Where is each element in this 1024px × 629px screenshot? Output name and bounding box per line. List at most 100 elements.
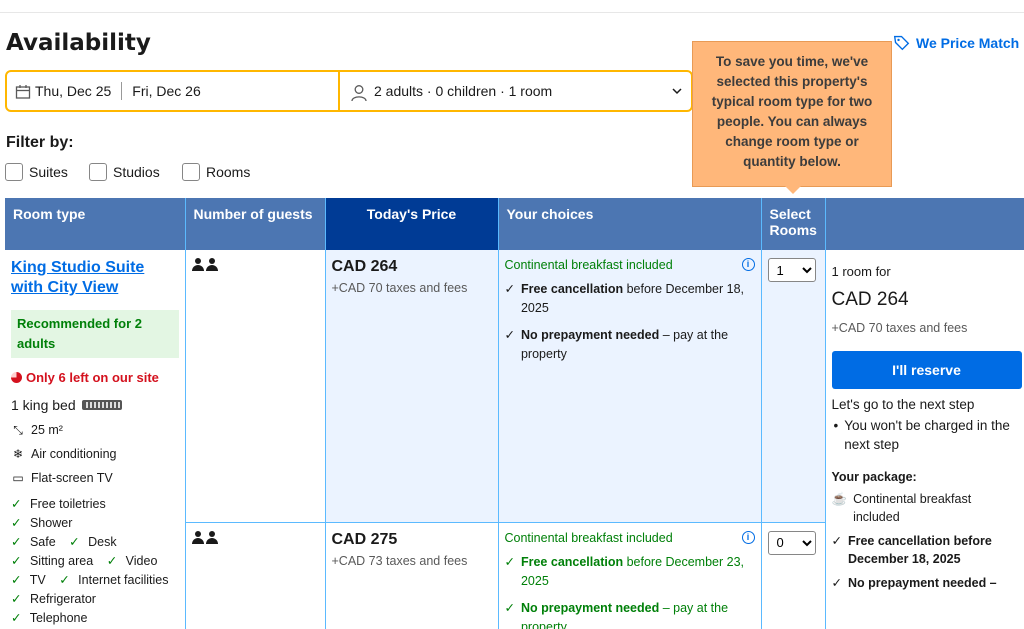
two-guests-icon bbox=[191, 530, 319, 545]
reserve-button[interactable]: I'll reserve bbox=[831, 351, 1022, 389]
choices-cell-1: Continental breakfast included i ✓ Free … bbox=[498, 250, 762, 523]
check-icon: ✓ bbox=[11, 554, 22, 568]
top-divider bbox=[0, 12, 1024, 13]
reserve-total-price: CAD 264 bbox=[831, 289, 909, 310]
reserve-taxes: +CAD 70 taxes and fees bbox=[831, 321, 968, 335]
room-type-cell: King Studio Suite with City View Recomme… bbox=[5, 250, 186, 629]
free-cancellation: ✓ Free cancellation before December 18, … bbox=[505, 280, 755, 318]
filter-studios-label: Studios bbox=[113, 164, 160, 180]
reserve-panel: 1 room for CAD 264 +CAD 70 taxes and fee… bbox=[825, 250, 1024, 629]
header-room-type: Room type bbox=[5, 198, 186, 250]
feature-label: Flat-screen TV bbox=[31, 471, 113, 485]
table-row: CAD 275 +CAD 73 taxes and fees Continent… bbox=[5, 522, 1024, 629]
package-item-label: Continental breakfast included bbox=[853, 492, 972, 524]
amenity-list: ✓ Free toiletries ✓ Shower ✓ Safe ✓ Desk… bbox=[11, 495, 179, 628]
no-charge-bullet: • You won't be charged in the next step bbox=[832, 416, 1018, 454]
date-picker[interactable]: Thu, Dec 25 Fri, Dec 26 bbox=[7, 72, 340, 110]
header-choices: Your choices bbox=[498, 198, 762, 250]
cancellation-date: before December 23, 2025 bbox=[520, 554, 745, 588]
header-guests: Number of guests bbox=[185, 198, 326, 250]
price-match-link[interactable]: We Price Match bbox=[893, 34, 1019, 51]
checkout-date[interactable]: Fri, Dec 26 bbox=[132, 83, 201, 99]
scarcity-text: Only 6 left on our site bbox=[26, 370, 159, 385]
search-bar: Thu, Dec 25 Fri, Dec 26 2 adults · 0 chi… bbox=[5, 70, 693, 112]
room-quantity-select-2[interactable]: 0 bbox=[767, 530, 816, 555]
next-step-text: Let's go to the next step bbox=[831, 397, 975, 412]
price-amount: CAD 275 bbox=[331, 530, 398, 548]
amenity-item: ✓ TV bbox=[11, 573, 51, 587]
select-cell-1: 1 bbox=[761, 250, 826, 523]
guests-cell-2 bbox=[185, 522, 326, 629]
breakfast-included: Continental breakfast included i bbox=[504, 530, 755, 545]
snowflake-icon: ❄ bbox=[12, 447, 24, 461]
check-icon: ✓ bbox=[831, 534, 842, 548]
filter-rooms-label: Rooms bbox=[206, 164, 251, 180]
no-charge-text: You won't be charged in the next step bbox=[844, 418, 1010, 452]
amenity-item: ✓ Sitting area bbox=[11, 554, 98, 568]
scarcity-pie-icon bbox=[11, 372, 22, 383]
coffee-icon: ☕ bbox=[831, 492, 848, 506]
breakfast-included: Continental breakfast included i bbox=[505, 258, 755, 272]
studios-checkbox[interactable] bbox=[89, 163, 107, 181]
guest-summary: 2 adults · 0 children · 1 room bbox=[374, 83, 553, 99]
prepayment-bold: No prepayment needed bbox=[520, 328, 660, 342]
amenity-item: ✓ Video bbox=[107, 554, 163, 568]
package-item: ✓ Free cancellation before December 18, … bbox=[832, 532, 1018, 568]
price-taxes: +CAD 73 taxes and fees bbox=[331, 553, 468, 568]
guests-cell-1 bbox=[185, 250, 326, 523]
filter-suites[interactable]: Suites bbox=[5, 163, 68, 181]
amenity-item: ✓ Shower bbox=[11, 516, 77, 530]
room-quantity-select-1[interactable]: 1 bbox=[767, 258, 816, 282]
amenity-item: ✓ Safe bbox=[11, 535, 61, 549]
chevron-down-icon bbox=[671, 84, 683, 100]
select-cell-2: 0 bbox=[761, 522, 826, 629]
package-item: ✓ No prepayment needed – bbox=[832, 574, 1018, 592]
room-name-link[interactable]: King Studio Suite with City View bbox=[11, 259, 145, 296]
bed-label: 1 king bed bbox=[11, 397, 76, 413]
guest-selector[interactable]: 2 adults · 0 children · 1 room bbox=[340, 72, 691, 110]
amenity-item: ✓ Internet facilities bbox=[59, 573, 173, 587]
suites-checkbox[interactable] bbox=[5, 163, 23, 181]
price-cell-1: CAD 264 +CAD 70 taxes and fees bbox=[325, 250, 499, 523]
no-prepayment: ✓ No prepayment needed – pay at the prop… bbox=[505, 599, 755, 629]
header-reserve bbox=[825, 198, 1024, 250]
prepayment-bold: No prepayment needed bbox=[520, 600, 660, 615]
check-icon: ✓ bbox=[504, 554, 515, 569]
check-icon: ✓ bbox=[11, 573, 22, 587]
info-icon[interactable]: i bbox=[741, 530, 755, 544]
check-icon: ✓ bbox=[59, 573, 70, 587]
rooms-checkbox[interactable] bbox=[182, 163, 200, 181]
tv-icon: ▭ bbox=[12, 471, 24, 485]
table-row: King Studio Suite with City View Recomme… bbox=[5, 250, 1024, 629]
scarcity-message: Only 6 left on our site bbox=[11, 370, 179, 385]
amenity-item: ✓ Free toiletries bbox=[11, 497, 111, 511]
filter-suites-label: Suites bbox=[29, 164, 68, 180]
no-prepayment: ✓ No prepayment needed – pay at the prop… bbox=[505, 326, 755, 364]
package-title: Your package: bbox=[831, 470, 917, 484]
breakfast-label: Continental breakfast included bbox=[504, 530, 673, 545]
prepayment-rest: – pay at the property bbox=[520, 600, 729, 629]
check-icon: ✓ bbox=[504, 282, 515, 296]
info-icon[interactable]: i bbox=[741, 258, 755, 271]
amenity-label: Shower bbox=[29, 516, 73, 530]
bullet-dot: • bbox=[833, 418, 839, 433]
amenity-item: ✓ Desk bbox=[69, 535, 121, 549]
calendar-icon bbox=[15, 84, 31, 99]
checkin-date[interactable]: Thu, Dec 25 bbox=[35, 83, 112, 99]
cancellation-bold: Free cancellation bbox=[520, 282, 624, 296]
check-icon: ✓ bbox=[11, 516, 22, 530]
amenity-label: Sitting area bbox=[29, 554, 94, 568]
two-guests-icon bbox=[191, 258, 319, 272]
filter-rooms[interactable]: Rooms bbox=[182, 163, 250, 181]
header-price: Today's Price bbox=[325, 198, 499, 250]
check-icon: ✓ bbox=[11, 535, 22, 549]
header-select-rooms: Select Rooms bbox=[761, 198, 826, 250]
person-icon bbox=[350, 84, 367, 102]
room-size: ⤡ 25 m² bbox=[11, 423, 179, 437]
amenity-label: TV bbox=[29, 573, 46, 587]
filter-studios[interactable]: Studios bbox=[89, 163, 160, 181]
filter-label: Filter by: bbox=[6, 134, 74, 151]
reserve-room-count: 1 room for bbox=[831, 264, 891, 279]
amenity-label: Desk bbox=[88, 535, 117, 549]
check-icon: ✓ bbox=[504, 328, 515, 342]
